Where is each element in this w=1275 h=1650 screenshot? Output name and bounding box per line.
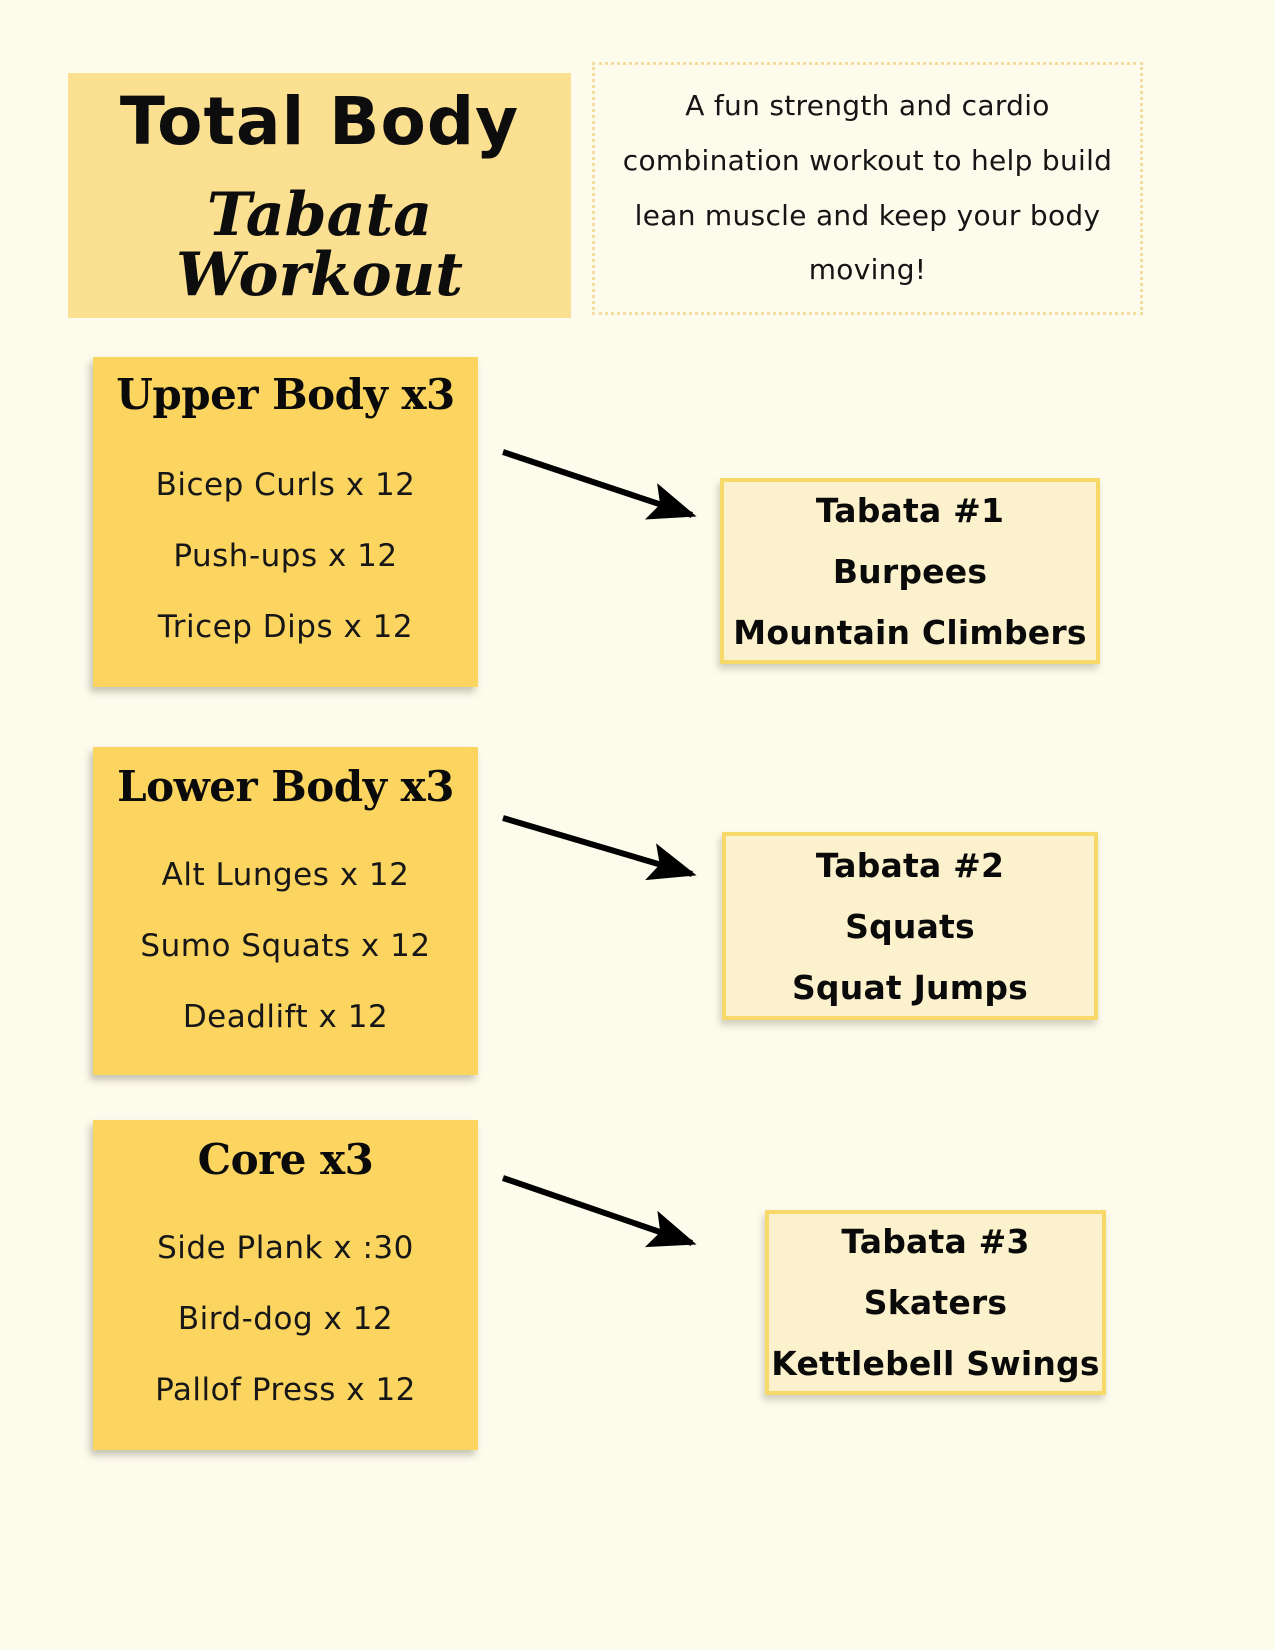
exercise-block-core: Core x3 Side Plank x :30 Bird-dog x 12 P… (93, 1120, 478, 1450)
arrow-upper-to-tabata1 (502, 449, 697, 520)
list-item: Tricep Dips x 12 (157, 608, 414, 645)
block-title: Upper Body x3 (116, 370, 455, 419)
exercise-list: Side Plank x :30 Bird-dog x 12 Pallof Pr… (93, 1193, 478, 1406)
description-box: A fun strength and cardio combination wo… (592, 62, 1143, 315)
tabata-heading: Tabata #1 (815, 490, 1005, 530)
page-title-line1: Total Body (119, 82, 520, 160)
description-text: A fun strength and cardio combination wo… (622, 89, 1113, 287)
tabata-move: Mountain Climbers (733, 612, 1087, 652)
block-title: Lower Body x3 (117, 762, 454, 811)
tabata-box-3: Tabata #3 Skaters Kettlebell Swings (765, 1210, 1106, 1395)
tabata-move: Skaters (863, 1283, 1008, 1322)
list-item: Bicep Curls x 12 (155, 466, 416, 503)
tabata-move: Kettlebell Swings (771, 1344, 1100, 1383)
tabata-move: Squats (845, 906, 975, 946)
exercise-list: Bicep Curls x 12 Push-ups x 12 Tricep Di… (93, 430, 478, 643)
arrow-core-to-tabata3 (502, 1175, 697, 1248)
exercise-block-lower-body: Lower Body x3 Alt Lunges x 12 Sumo Squat… (93, 747, 478, 1075)
list-item: Side Plank x :30 (157, 1229, 414, 1266)
tabata-box-1: Tabata #1 Burpees Mountain Climbers (720, 478, 1100, 664)
block-title: Core x3 (197, 1135, 374, 1184)
list-item: Push-ups x 12 (173, 537, 398, 574)
exercise-list: Alt Lunges x 12 Sumo Squats x 12 Deadlif… (93, 820, 478, 1033)
title-banner: Total Body Tabata Workout (68, 73, 571, 318)
page-title-line2: Tabata Workout (175, 179, 464, 310)
list-item: Pallof Press x 12 (155, 1371, 416, 1408)
tabata-box-2: Tabata #2 Squats Squat Jumps (722, 832, 1098, 1020)
list-item: Sumo Squats x 12 (140, 927, 431, 964)
list-item: Deadlift x 12 (182, 998, 389, 1035)
tabata-move: Burpees (832, 551, 988, 591)
list-item: Alt Lunges x 12 (161, 856, 410, 893)
tabata-move: Squat Jumps (791, 967, 1029, 1007)
tabata-heading: Tabata #3 (841, 1222, 1030, 1261)
exercise-block-upper-body: Upper Body x3 Bicep Curls x 12 Push-ups … (93, 357, 478, 687)
list-item: Bird-dog x 12 (177, 1300, 394, 1337)
arrow-lower-to-tabata2 (502, 815, 697, 881)
tabata-heading: Tabata #2 (815, 845, 1005, 885)
